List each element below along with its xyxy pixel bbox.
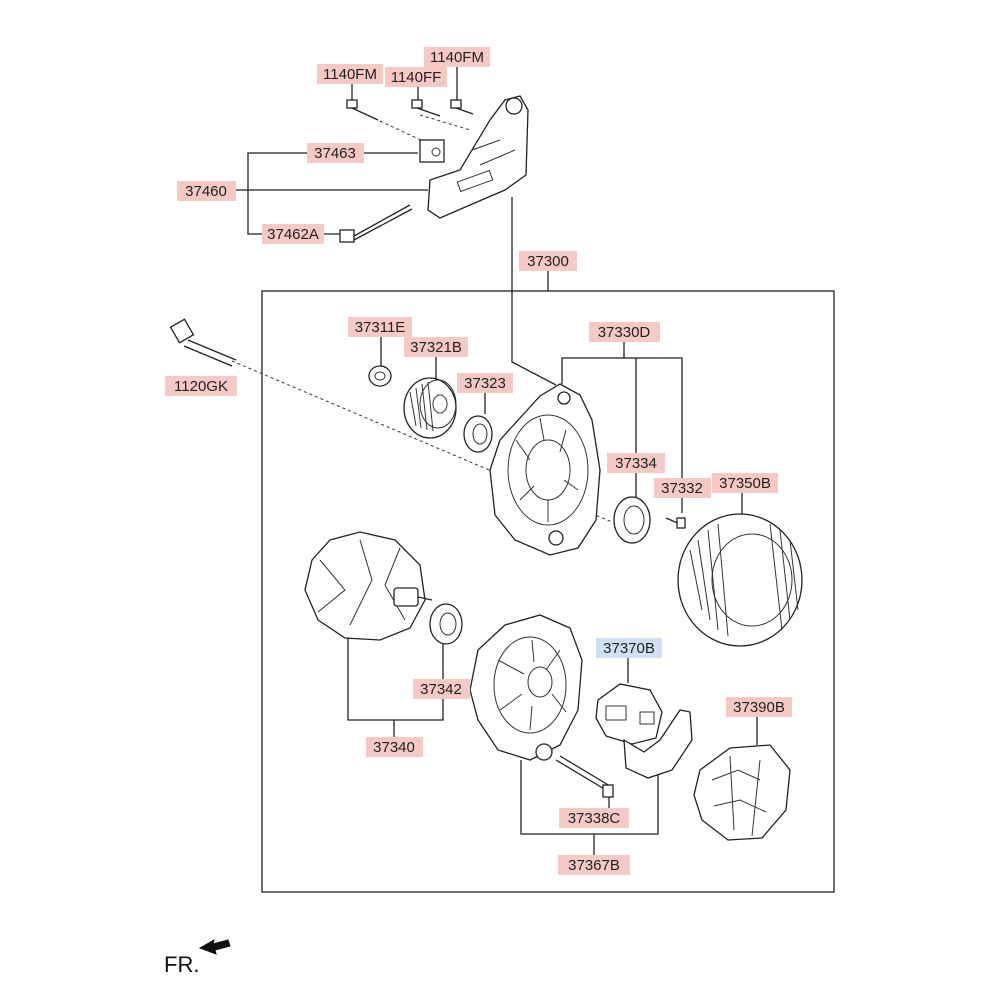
part-label-1120gk[interactable]: 1120GK [165,376,237,396]
part-label-37340[interactable]: 37340 [366,737,423,757]
part-label-37463[interactable]: 37463 [307,143,364,163]
svg-text:37370B: 37370B [603,640,655,657]
rear-housing [469,614,583,761]
leader-lines [231,66,758,856]
regulator-37370b [595,683,693,779]
svg-text:37463: 37463 [314,145,356,162]
part-label-37334[interactable]: 37334 [607,453,665,473]
part-label-37462a[interactable]: 37462A [262,224,324,244]
mounting-bracket [419,95,529,219]
bolt-1140fm-right [450,99,474,115]
stator-37350b [677,513,803,647]
svg-text:37330D: 37330D [598,324,651,341]
part-label-37350b[interactable]: 37350B [712,473,778,493]
part-label-1140ff[interactable]: 1140FF [385,67,447,87]
front-arrow-icon [198,938,231,955]
bolt-1140fm-left [346,99,379,121]
front-direction-label: FR. [164,952,199,977]
part-label-37460[interactable]: 37460 [177,181,236,201]
svg-text:37338C: 37338C [568,810,621,827]
spacer-37323 [463,415,493,453]
svg-text:37462A: 37462A [267,226,319,243]
part-label-37367b[interactable]: 37367B [558,855,630,875]
bolt-37338c [555,755,614,798]
part-label-37390b[interactable]: 37390B [726,697,792,717]
front-direction-indicator: FR. [164,938,231,977]
bearing-37334 [613,496,651,544]
svg-text:1140FF: 1140FF [391,69,442,86]
screw-37332 [665,517,686,529]
part-label-1140fm-right[interactable]: 1140FM [424,47,490,67]
svg-text:37350B: 37350B [719,475,771,492]
svg-text:37390B: 37390B [733,699,785,716]
bolt-1140ff [411,99,441,117]
svg-text:37332: 37332 [661,480,703,497]
part-label-37342[interactable]: 37342 [413,679,470,699]
part-label-37323[interactable]: 37323 [457,373,513,393]
svg-text:37323: 37323 [464,375,506,392]
part-label-37330d[interactable]: 37330D [589,322,660,342]
svg-text:37300: 37300 [527,253,569,270]
part-label-37321b[interactable]: 37321B [404,337,468,357]
part-label-37300[interactable]: 37300 [519,251,577,271]
svg-text:37460: 37460 [185,183,227,200]
svg-text:1140FM: 1140FM [323,66,377,83]
svg-text:37367B: 37367B [568,857,620,874]
rectifier-37390b [693,744,791,841]
svg-text:37321B: 37321B [410,339,462,356]
pulley-37321b [403,377,457,439]
part-label-37311e[interactable]: 37311E [348,317,412,337]
nut-37311e [368,365,392,387]
part-label-37338c[interactable]: 37338C [559,808,629,828]
svg-text:37340: 37340 [373,739,415,756]
bolt-37462a [339,204,413,243]
rotor-37340 [304,531,433,641]
svg-text:37342: 37342 [420,681,462,698]
part-label-1140fm-left[interactable]: 1140FM [317,64,383,84]
front-housing [489,383,601,556]
svg-text:37311E: 37311E [355,319,406,336]
part-label-37370b[interactable]: 37370B [596,638,662,658]
svg-text:1120GK: 1120GK [174,378,228,395]
part-label-37332[interactable]: 37332 [654,478,711,498]
svg-text:37334: 37334 [615,455,657,472]
bearing-37342 [429,603,463,645]
through-bolt-1120gk [169,318,237,367]
svg-text:1140FM: 1140FM [430,49,484,66]
